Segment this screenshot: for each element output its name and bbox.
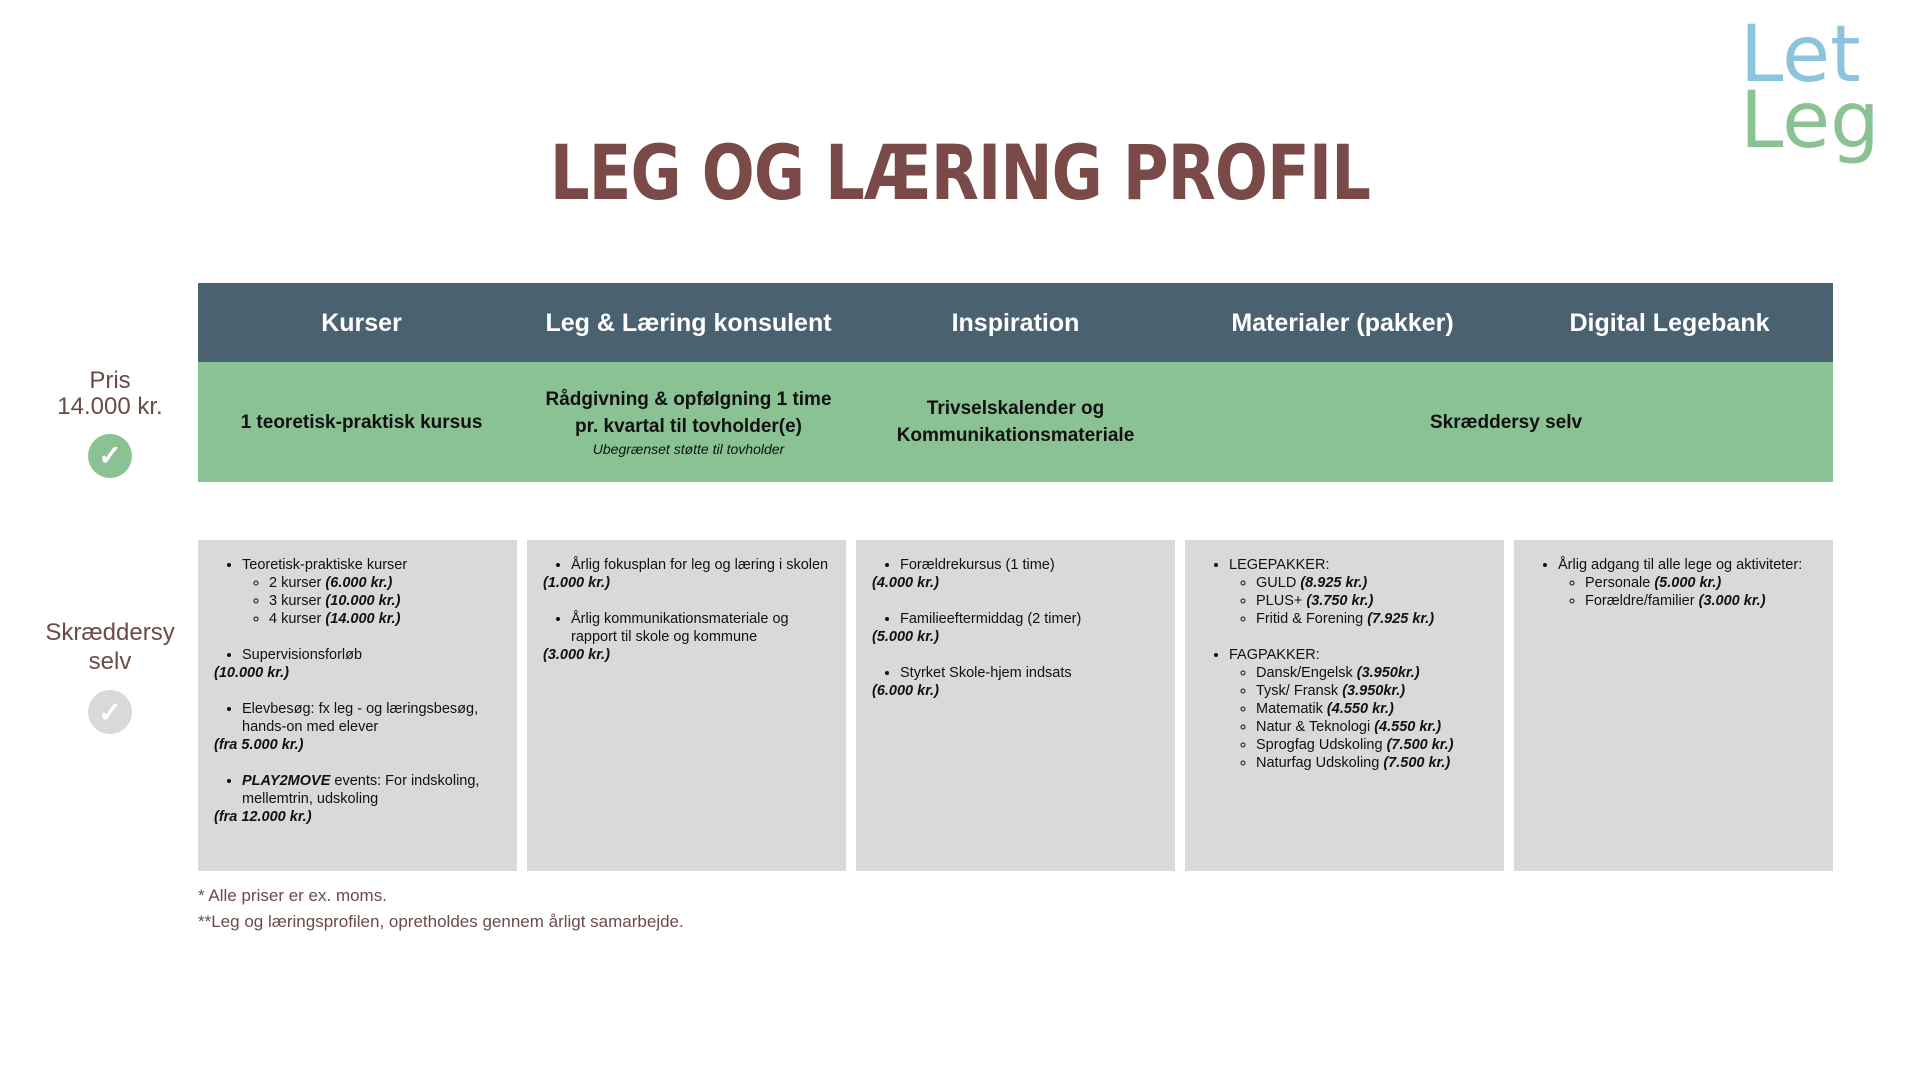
package-item: Tysk/ Fransk (3.950kr.): [1256, 682, 1488, 700]
panel-legebank: Årlig adgang til alle lege og aktivitete…: [1514, 540, 1833, 871]
panel-konsulent: Årlig fokusplan for leg og læring i skol…: [527, 540, 846, 871]
package-item: Naturfag Udskoling (7.500 kr.): [1256, 754, 1488, 772]
panel-kurser: Teoretisk-praktiske kurser 2 kurser (6.0…: [198, 540, 517, 871]
page-title: LEG OG LÆRING PROFIL: [549, 128, 1371, 217]
package-item: Dansk/Engelsk (3.950kr.): [1256, 664, 1488, 682]
check-icon: ✓: [88, 690, 132, 734]
skraeddersy-label: Skræddersy selv ✓: [20, 618, 200, 734]
package-item: Fritid & Forening (7.925 kr.): [1256, 610, 1488, 628]
custom-panels: Teoretisk-praktiske kurser 2 kurser (6.0…: [198, 540, 1833, 871]
pris-cell: Trivselskalender og Kommunikationsmateri…: [896, 398, 1135, 446]
footnote: * Alle priser er ex. moms.: [198, 886, 387, 905]
check-icon: ✓: [88, 434, 132, 478]
column-header: Digital Legebank: [1569, 308, 1770, 337]
package-item: Matematik (4.550 kr.): [1256, 700, 1488, 718]
column-header: Materialer (pakker): [1231, 308, 1454, 337]
column-header: Inspiration: [951, 308, 1080, 337]
package-item: GULD (8.925 kr.): [1256, 574, 1488, 592]
pris-cell: Rådgivning & opfølgning 1 time pr. kvart…: [545, 389, 832, 457]
package-item: PLUS+ (3.750 kr.): [1256, 592, 1488, 610]
panel-materialer: LEGEPAKKER:GULD (8.925 kr.)PLUS+ (3.750 …: [1185, 540, 1504, 871]
pris-row: 1 teoretisk-praktisk kursus Rådgivning &…: [198, 362, 1833, 482]
panel-inspiration: Forældrekursus (1 time)(4.000 kr.) Famil…: [856, 540, 1175, 871]
pris-cell: Skræddersy selv: [1429, 411, 1583, 433]
pris-cell: 1 teoretisk-praktisk kursus: [240, 411, 483, 433]
column-header-row: Kurser Leg & Læring konsulent Inspiratio…: [198, 283, 1833, 363]
column-header: Leg & Læring konsulent: [545, 308, 832, 337]
package-item: Sprogfag Udskoling (7.500 kr.): [1256, 736, 1488, 754]
package-item: Natur & Teknologi (4.550 kr.): [1256, 718, 1488, 736]
column-header: Kurser: [321, 308, 402, 337]
footnote: **Leg og læringsprofilen, opretholdes ge…: [198, 912, 684, 931]
